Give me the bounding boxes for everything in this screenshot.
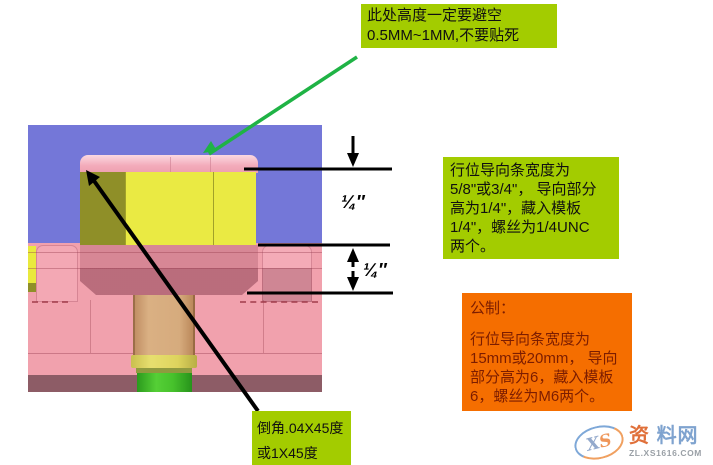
dimension-value-guide-height: ¼″ bbox=[341, 192, 365, 212]
callout-chamfer-line: 或1X45度 bbox=[257, 445, 318, 461]
cad-section-edge bbox=[90, 300, 91, 353]
callout-imperial-line: 行位导向条宽度为 bbox=[450, 162, 571, 179]
cad-left-pedestal bbox=[36, 245, 78, 302]
cad-screw-tip bbox=[137, 373, 192, 392]
cad-plate-seam-line bbox=[28, 252, 322, 253]
cad-left-guide-partial bbox=[28, 246, 36, 292]
callout-imperial-line: 高为1/4"，藏入模板 bbox=[450, 200, 582, 217]
cad-plate-seam-line bbox=[28, 268, 322, 269]
callout-avoid-gap-line: 此处高度一定要避空 bbox=[367, 7, 503, 24]
dimension-value-embed-depth: ¼″ bbox=[363, 260, 387, 280]
callout-chamfer-line: 倒角.04X45度 bbox=[257, 420, 344, 436]
cad-guide-strip-cap bbox=[80, 155, 258, 173]
watermark-name-part: 资 bbox=[629, 425, 650, 448]
callout-imperial-line: 1/4"，螺丝为1/4UNC bbox=[450, 219, 590, 236]
callout-avoid-gap-line: 0.5MM~1MM,不要贴死 bbox=[367, 27, 520, 44]
cad-hidden-line-left bbox=[32, 301, 68, 303]
callout-metric-title: 公制： bbox=[470, 300, 516, 317]
watermark: X S 资 料网 ZL.XS1616.COM bbox=[570, 419, 710, 465]
cad-section-edge bbox=[263, 300, 264, 353]
watermark-site-name: 资 料网 bbox=[629, 426, 702, 446]
callout-imperial-line: 两个。 bbox=[450, 238, 496, 255]
arrow-down-icon bbox=[347, 277, 359, 291]
arrow-up-icon bbox=[347, 248, 359, 262]
cad-cap-seam bbox=[210, 157, 211, 172]
cad-guide-seam bbox=[213, 172, 214, 245]
watermark-text: 资 料网 ZL.XS1616.COM bbox=[629, 426, 702, 458]
callout-metric-line: 6，螺丝为M6两个。 bbox=[470, 388, 605, 405]
callout-metric-spec: 公制： 行位导向条宽度为 15mm或20mm， 导向 部分高为6，藏入模板 6，… bbox=[462, 293, 632, 411]
callout-chamfer: 倒角.04X45度 或1X45度 bbox=[252, 411, 351, 465]
cad-guide-strip-body bbox=[80, 172, 256, 245]
arrow-down-icon bbox=[347, 153, 359, 167]
cad-screw-collar bbox=[131, 355, 197, 368]
watermark-name-part: 料网 bbox=[656, 425, 699, 448]
cad-cap-seam bbox=[170, 157, 171, 172]
callout-metric-line: 行位导向条宽度为 bbox=[470, 331, 591, 348]
cad-screw-shank bbox=[133, 295, 195, 355]
callout-imperial-line: 5/8"或3/4"， 导向部分 bbox=[450, 181, 597, 198]
callout-imperial-spec: 行位导向条宽度为 5/8"或3/4"， 导向部分 高为1/4"，藏入模板 1/4… bbox=[443, 157, 619, 259]
callout-metric-line: 部分高为6，藏入模板 bbox=[470, 369, 614, 386]
cad-right-pedestal bbox=[262, 245, 312, 302]
cad-hidden-line-right bbox=[240, 301, 318, 303]
callout-avoid-gap: 此处高度一定要避空 0.5MM~1MM,不要贴死 bbox=[361, 4, 557, 48]
cad-guide-seam bbox=[125, 172, 126, 245]
cad-guide-strip-shadow bbox=[80, 172, 125, 245]
callout-metric-line: 15mm或20mm， 导向 bbox=[470, 350, 618, 367]
spacer bbox=[470, 318, 624, 330]
watermark-logo: X S bbox=[570, 419, 628, 465]
watermark-site-url: ZL.XS1616.COM bbox=[629, 448, 702, 459]
